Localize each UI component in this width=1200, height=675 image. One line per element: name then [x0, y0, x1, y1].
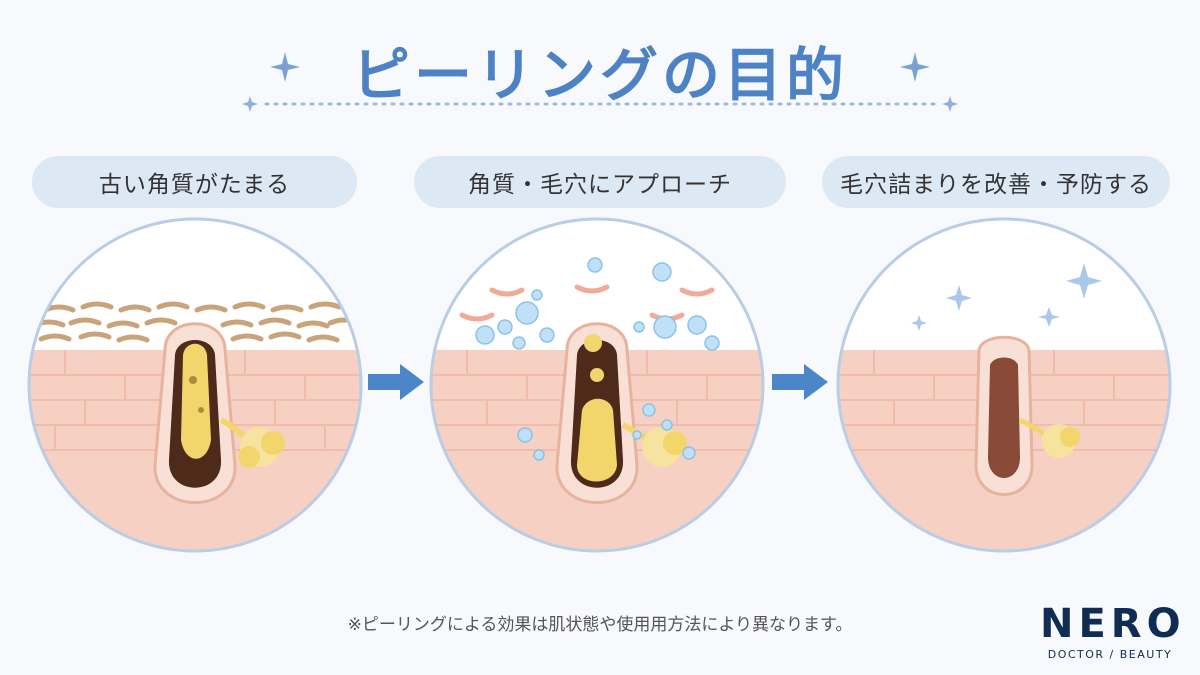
stage-illustration-2: [429, 217, 765, 553]
arrow-right-icon: [772, 364, 828, 400]
footnote: ※ピーリングによる効果は肌状態や使用用方法により異なります。: [347, 615, 853, 635]
page-title: ピーリングの目的: [351, 41, 848, 109]
stage-illustration-1: [27, 217, 363, 553]
logo-tagline: DOCTOR / BEAUTY: [1047, 648, 1173, 661]
arrow-right-icon: [368, 364, 424, 400]
title-divider: [242, 96, 958, 112]
stage-label-1: 古い角質がたまる: [32, 156, 357, 208]
stage-illustration-3: [836, 217, 1172, 553]
sparkle-icon: [270, 52, 300, 82]
brand-logo: NERO DOCTOR / BEAUTY: [1040, 601, 1186, 661]
sparkle-icon: [900, 52, 930, 82]
stage-label-2: 角質・毛穴にアプローチ: [414, 156, 786, 208]
stage-label-3: 毛穴詰まりを改善・予防する: [822, 156, 1170, 208]
logo-name: NERO: [1040, 601, 1186, 647]
